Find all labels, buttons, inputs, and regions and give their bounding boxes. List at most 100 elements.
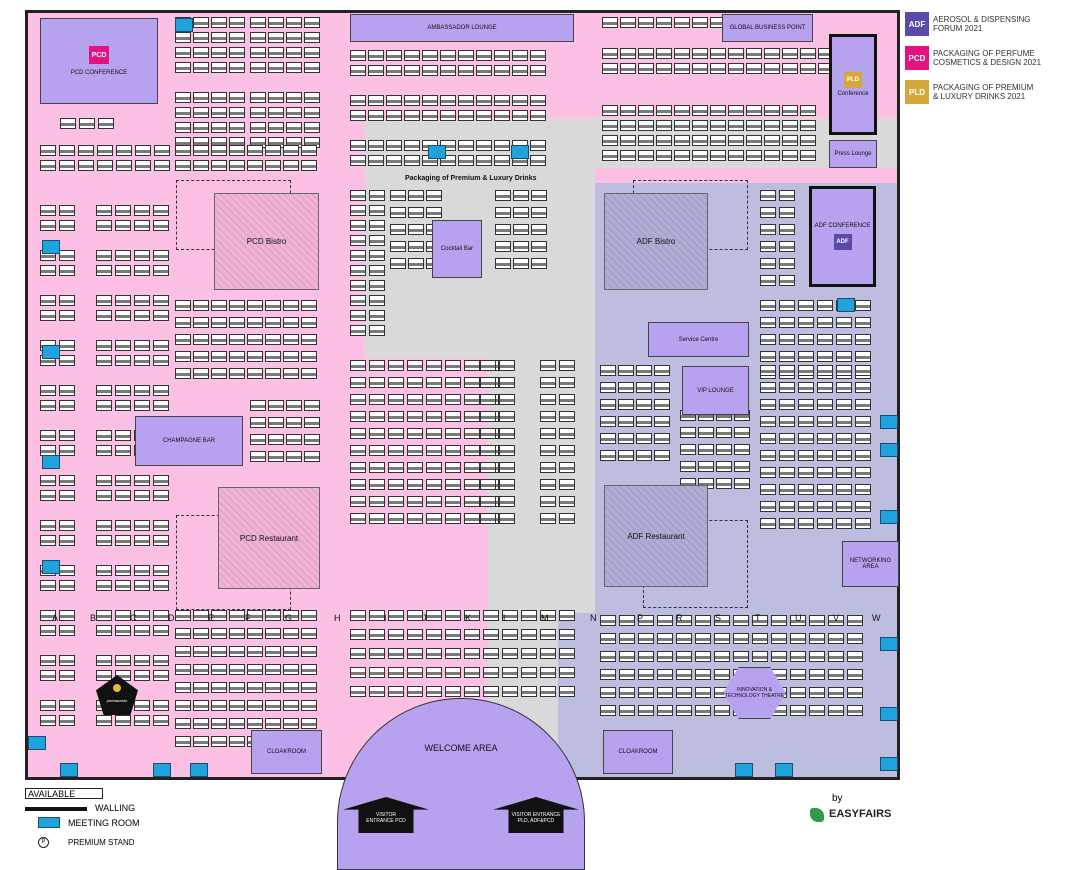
stand[interactable] <box>636 399 652 410</box>
stand[interactable] <box>847 669 863 680</box>
stand[interactable] <box>733 651 749 662</box>
stand[interactable] <box>476 140 492 151</box>
stand[interactable] <box>390 241 406 252</box>
stand[interactable] <box>247 145 263 156</box>
stand[interactable] <box>193 334 209 345</box>
stand[interactable] <box>286 451 302 462</box>
stand[interactable] <box>286 417 302 428</box>
stand[interactable] <box>855 416 871 427</box>
stand[interactable] <box>175 610 191 621</box>
stand[interactable] <box>618 399 634 410</box>
stand[interactable] <box>283 646 299 657</box>
stand[interactable] <box>855 518 871 529</box>
stand[interactable] <box>96 445 112 456</box>
stand[interactable] <box>59 475 75 486</box>
stand[interactable] <box>746 63 762 74</box>
stand[interactable] <box>134 535 150 546</box>
stand[interactable] <box>96 340 112 351</box>
stand[interactable] <box>836 467 852 478</box>
stand[interactable] <box>464 462 480 473</box>
stand[interactable] <box>211 92 227 103</box>
stand[interactable] <box>710 150 726 161</box>
service-centre[interactable]: Service Centre <box>648 322 749 357</box>
stand[interactable] <box>134 715 150 726</box>
stand[interactable] <box>193 664 209 675</box>
stand[interactable] <box>798 382 814 393</box>
stand[interactable] <box>458 110 474 121</box>
stand[interactable] <box>40 700 56 711</box>
stand[interactable] <box>175 145 191 156</box>
stand[interactable] <box>247 664 263 675</box>
stand[interactable] <box>59 580 75 591</box>
stand[interactable] <box>476 110 492 121</box>
stand[interactable] <box>531 190 547 201</box>
stand[interactable] <box>350 155 366 166</box>
stand[interactable] <box>96 610 112 621</box>
stand[interactable] <box>654 399 670 410</box>
stand[interactable] <box>445 496 461 507</box>
stand[interactable] <box>154 160 170 171</box>
stand[interactable] <box>674 17 690 28</box>
stand[interactable] <box>855 484 871 495</box>
stand[interactable] <box>59 625 75 636</box>
stand[interactable] <box>483 610 499 621</box>
stand[interactable] <box>407 462 423 473</box>
stand[interactable] <box>229 317 245 328</box>
stand[interactable] <box>153 385 169 396</box>
stand[interactable] <box>59 535 75 546</box>
stand[interactable] <box>60 118 76 129</box>
stand[interactable] <box>619 687 635 698</box>
stand[interactable] <box>779 334 795 345</box>
stand[interactable] <box>540 513 556 524</box>
stand[interactable] <box>211 32 227 43</box>
stand[interactable] <box>855 351 871 362</box>
stand[interactable] <box>283 317 299 328</box>
stand[interactable] <box>600 382 616 393</box>
stand[interactable] <box>817 351 833 362</box>
stand[interactable] <box>734 444 750 455</box>
stand[interactable] <box>386 95 402 106</box>
stand[interactable] <box>153 700 169 711</box>
stand[interactable] <box>426 479 442 490</box>
stand[interactable] <box>96 535 112 546</box>
stand[interactable] <box>760 450 776 461</box>
stand[interactable] <box>134 310 150 321</box>
stand[interactable] <box>828 651 844 662</box>
stand[interactable] <box>728 120 744 131</box>
stand[interactable] <box>211 736 227 747</box>
stand[interactable] <box>265 300 281 311</box>
stand[interactable] <box>836 365 852 376</box>
stand[interactable] <box>445 686 461 697</box>
stand[interactable] <box>59 145 75 156</box>
stand[interactable] <box>134 580 150 591</box>
stand[interactable] <box>530 50 546 61</box>
stand[interactable] <box>619 669 635 680</box>
stand[interactable] <box>115 520 131 531</box>
stand[interactable] <box>817 433 833 444</box>
stand[interactable] <box>521 648 537 659</box>
stand[interactable] <box>229 351 245 362</box>
stand[interactable] <box>464 377 480 388</box>
stand[interactable] <box>817 467 833 478</box>
stand[interactable] <box>193 92 209 103</box>
stand[interactable] <box>350 462 366 473</box>
stand[interactable] <box>78 145 94 156</box>
stand[interactable] <box>716 427 732 438</box>
stand[interactable] <box>476 95 492 106</box>
stand[interactable] <box>779 416 795 427</box>
stand[interactable] <box>388 479 404 490</box>
stand[interactable] <box>817 317 833 328</box>
stand[interactable] <box>229 368 245 379</box>
stand[interactable] <box>836 334 852 345</box>
networking-area[interactable]: NETWORKING AREA <box>842 541 899 587</box>
stand[interactable] <box>779 484 795 495</box>
stand[interactable] <box>350 235 366 246</box>
stand[interactable] <box>779 365 795 376</box>
stand[interactable] <box>153 535 169 546</box>
stand[interactable] <box>286 400 302 411</box>
stand[interactable] <box>836 399 852 410</box>
stand[interactable] <box>247 368 263 379</box>
cocktail-bar[interactable]: Cocktail Bar <box>432 220 482 278</box>
stand[interactable] <box>193 368 209 379</box>
stand[interactable] <box>96 400 112 411</box>
